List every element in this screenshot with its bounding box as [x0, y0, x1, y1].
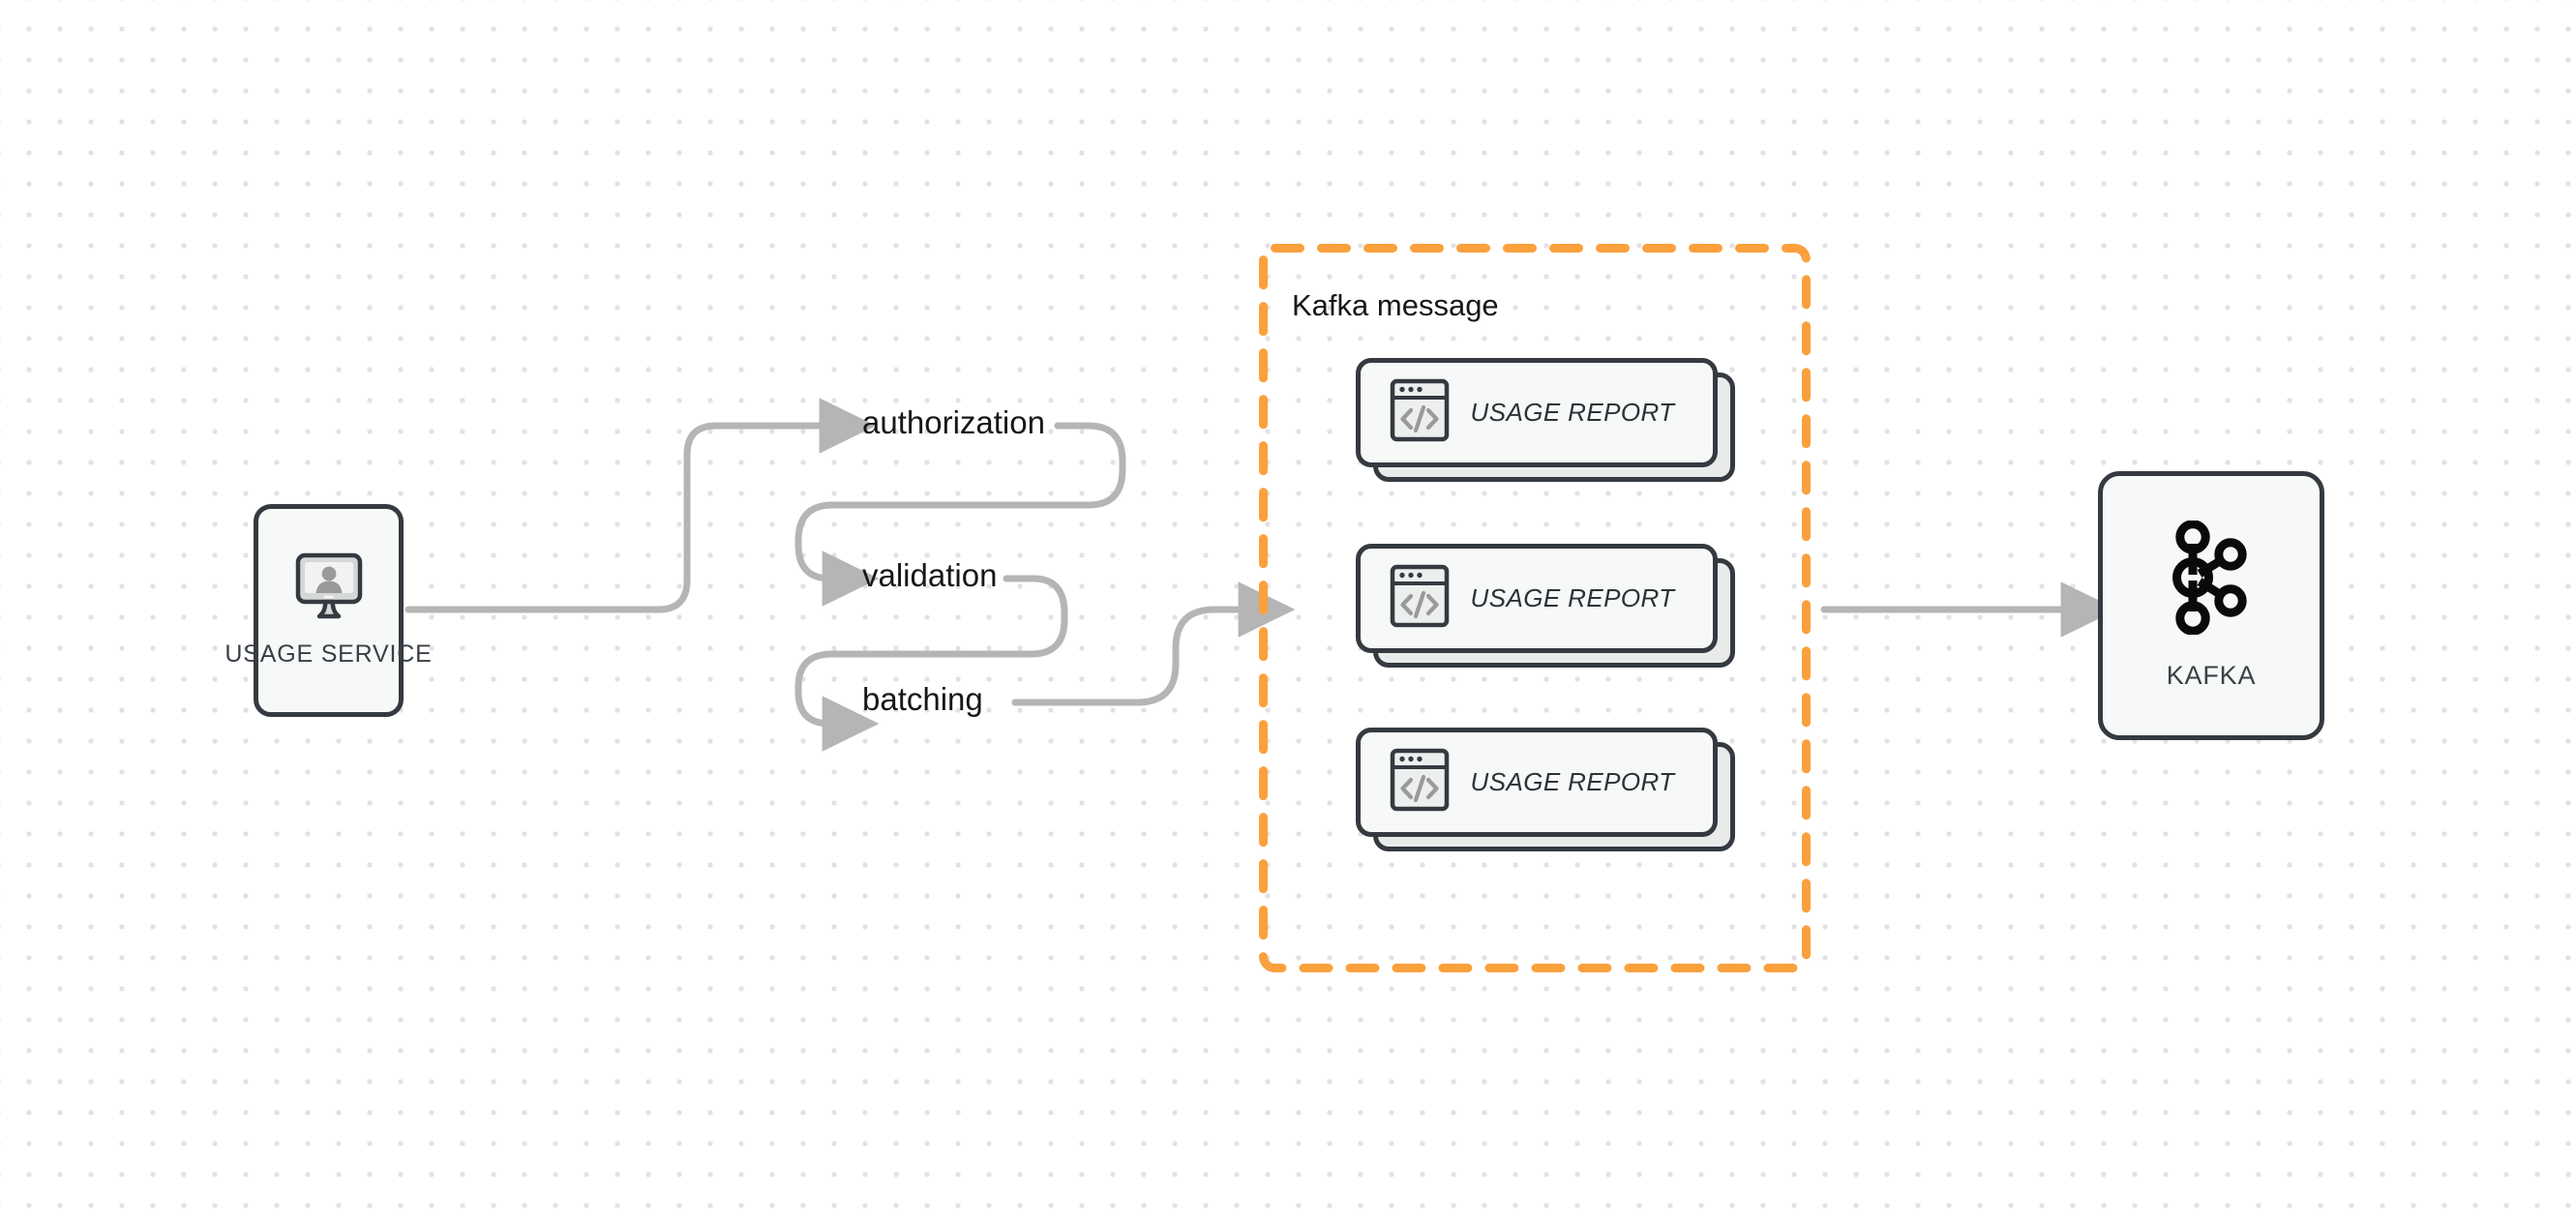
usage-report-card[interactable]: USAGE REPORT — [1356, 358, 1735, 482]
kafka-message-group[interactable]: Kafka message — [1259, 244, 1811, 972]
monitor-user-icon — [293, 552, 365, 625]
code-window-icon — [1390, 564, 1450, 633]
kafka-message-title: Kafka message — [1292, 288, 1499, 322]
usage-report-card[interactable]: USAGE REPORT — [1356, 544, 1735, 668]
code-window-icon — [1390, 748, 1450, 817]
usage-report-card-label: USAGE REPORT — [1470, 398, 1675, 427]
node-kafka-label: KAFKA — [2166, 661, 2257, 690]
usage-report-card-label: USAGE REPORT — [1470, 767, 1675, 796]
connector-batching-to-kafka-message — [1011, 581, 1296, 706]
connector-authorization-to-validation — [794, 422, 1126, 607]
node-usage-service[interactable]: USAGE SERVICE — [225, 504, 432, 717]
connector-usage-service-to-authorization — [404, 398, 877, 613]
stage-label-batching: batching — [862, 681, 983, 717]
kafka-logo-icon — [2165, 520, 2258, 640]
stage-label-authorization: authorization — [862, 404, 1045, 440]
usage-report-card-label: USAGE REPORT — [1470, 583, 1675, 612]
node-kafka[interactable]: KAFKA — [2098, 471, 2324, 740]
usage-report-card[interactable]: USAGE REPORT — [1356, 728, 1735, 851]
code-window-icon — [1390, 378, 1450, 447]
node-usage-service-label: USAGE SERVICE — [225, 640, 433, 668]
stage-label-validation: validation — [862, 557, 998, 593]
